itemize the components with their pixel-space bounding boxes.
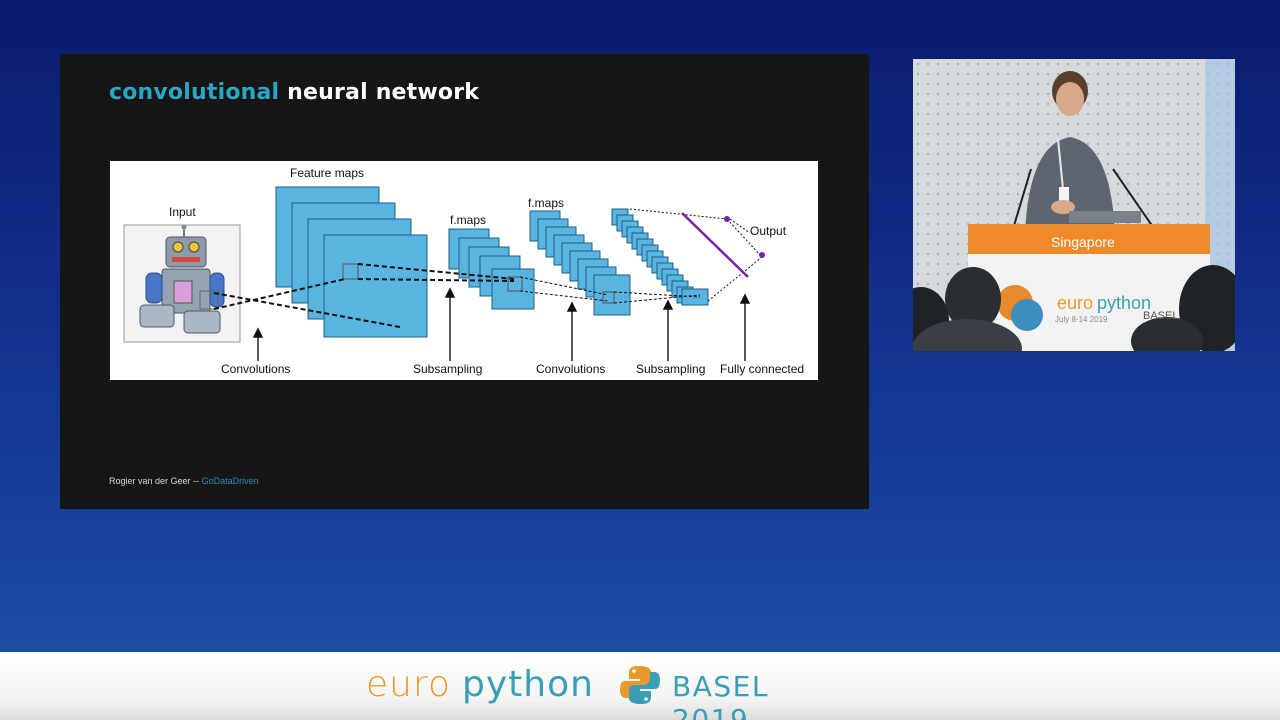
label-feature-maps: Feature maps (290, 166, 365, 180)
podium-date: July 8-14 2019 (1055, 315, 1108, 324)
cnn-diagram: Input Feature maps f.maps f.maps Output … (110, 161, 818, 380)
slide-title-accent: convolutional (109, 80, 280, 105)
podium-logo-python: python (1097, 293, 1152, 313)
slide-footer: Rogier van der Geer -- GoDataDriven (109, 476, 259, 486)
podium-basel: BASEL (1143, 310, 1179, 322)
speaker-scene (913, 59, 1235, 351)
label-input: Input (169, 205, 196, 219)
footer-author: Rogier van der Geer -- (109, 476, 200, 486)
speaker-video: Singapore euro python July 8-14 2019 BAS… (913, 59, 1235, 351)
slide-title: convolutional neural network (109, 80, 479, 105)
label-fmaps-2: f.maps (528, 196, 565, 210)
label-subsampling-2: Subsampling (636, 362, 706, 376)
conference-banner: euro python BASEL 2019 (0, 652, 1280, 720)
label-fmaps-1: f.maps (450, 213, 487, 227)
fmaps-layer2 (448, 228, 535, 310)
label-fully-connected: Fully connected (720, 362, 805, 376)
feature-maps-layer1 (275, 186, 428, 338)
input-image (123, 224, 241, 343)
connection-lines (213, 208, 763, 328)
slide-title-rest: neural network (287, 80, 480, 105)
label-subsampling-1: Subsampling (413, 362, 483, 376)
banner-basel: BASEL 2019 (672, 670, 769, 720)
output-layer (681, 212, 765, 278)
fmaps-layer3 (529, 210, 631, 316)
podium-logo-euro: euro (1057, 293, 1094, 313)
banner-euro: euro (366, 664, 451, 705)
label-output: Output (750, 224, 787, 238)
python-logo-icon (619, 664, 661, 711)
label-convolutions-2: Convolutions (536, 362, 606, 376)
stage-arrows (252, 287, 751, 361)
cnn-diagram-graphic (123, 186, 765, 361)
banner-logo-lockup: euro python BASEL 2019 (366, 662, 856, 720)
slide: convolutional neural network (60, 54, 869, 509)
banner-python: python (462, 664, 594, 705)
fmaps-layer4 (611, 208, 709, 306)
footer-brand: GoDataDriven (201, 476, 259, 486)
podium-sign: Singapore (1051, 234, 1115, 250)
label-convolutions-1: Convolutions (221, 362, 291, 376)
